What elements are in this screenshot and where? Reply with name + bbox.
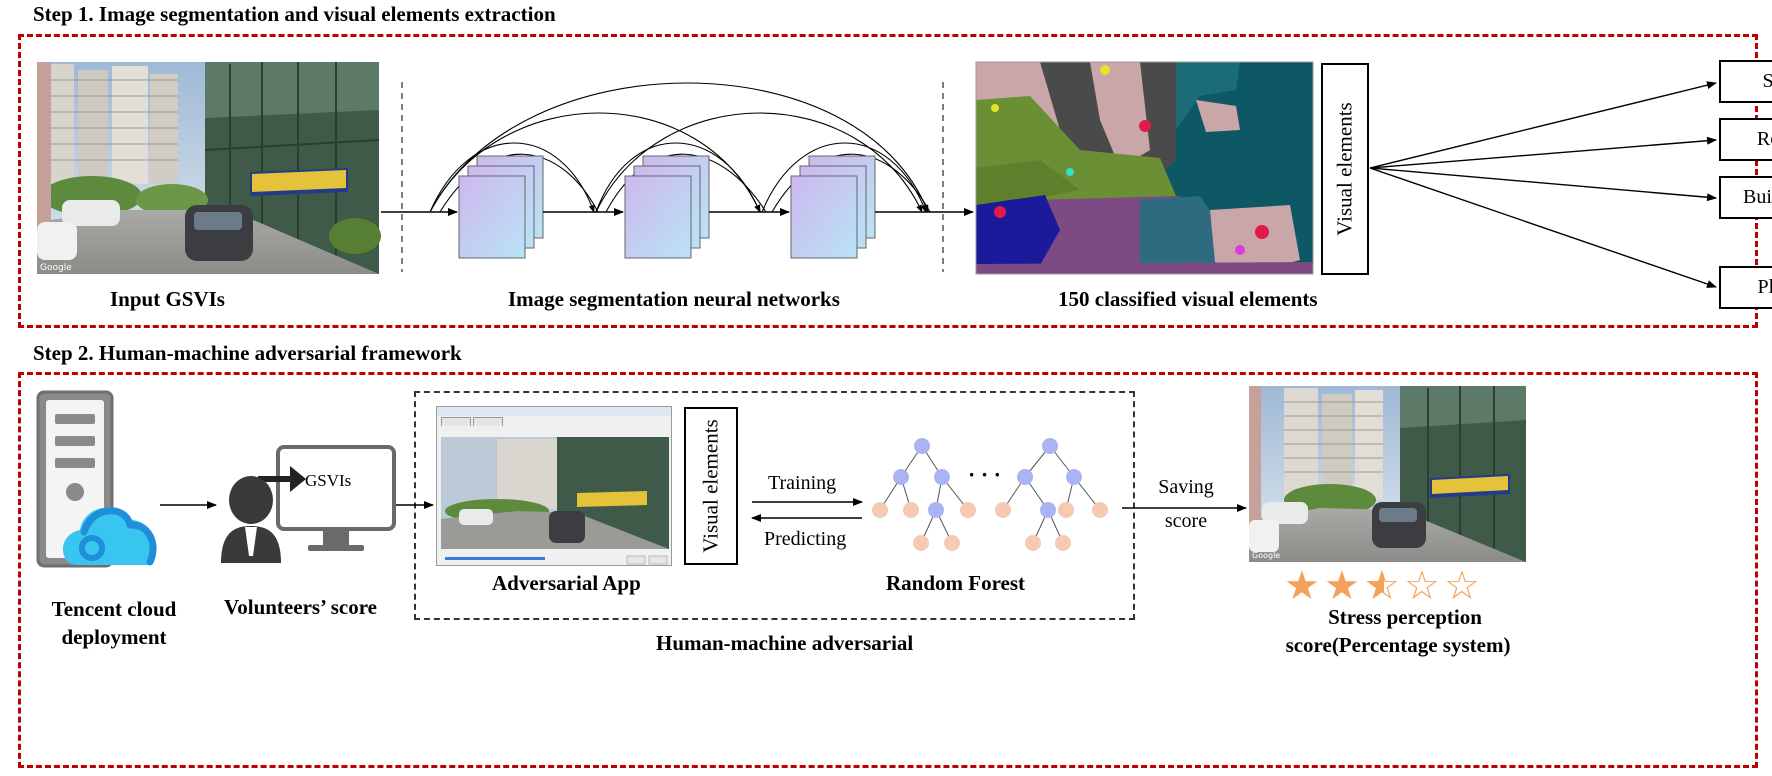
layer-stack-2 — [624, 155, 710, 259]
element-box-road: Road — [1719, 118, 1772, 161]
element-ellipsis: ⋮ — [1768, 222, 1772, 248]
element-box-sky: Sky — [1719, 60, 1772, 103]
saving-label-line1: Saving — [1158, 476, 1214, 498]
caption-input-gsvis: Input GSVIs — [110, 287, 225, 311]
step2-panel — [18, 372, 1758, 768]
adversarial-app-window — [436, 406, 672, 566]
caption-segmentation-networks: Image segmentation neural networks — [508, 287, 840, 311]
step2-title: Step 2. Human-machine adversarial framew… — [33, 341, 462, 365]
app-open-button — [441, 417, 471, 426]
star-2-full: ★ — [1324, 563, 1360, 609]
svg-text:Google: Google — [1252, 551, 1280, 560]
visual-elements-label-step1: Visual elements — [1321, 63, 1369, 275]
street-photo-1: Google — [37, 62, 381, 274]
caption-volunteers-score: Volunteers’ score — [224, 595, 377, 619]
star-5-empty: ☆ — [1444, 563, 1480, 609]
element-box-building: Building — [1719, 176, 1772, 219]
star-4-empty: ☆ — [1404, 563, 1440, 609]
app-street-photo — [441, 437, 669, 565]
caption-tencent-line1: Tencent cloud — [51, 597, 177, 621]
caption-classified-elements: 150 classified visual elements — [1058, 287, 1318, 311]
training-label: Training — [768, 472, 837, 494]
predicting-label: Predicting — [764, 528, 847, 550]
star-3-half: ★ — [1364, 566, 1384, 606]
caption-adversarial-app: Adversarial App — [492, 571, 641, 595]
layer-stack-3 — [790, 155, 876, 259]
caption-random-forest: Random Forest — [886, 571, 1026, 595]
caption-human-machine-adversarial: Human-machine adversarial — [656, 631, 914, 655]
caption-stress-line2: score(Percentage system) — [1285, 633, 1511, 657]
saving-label-line2: score — [1164, 510, 1208, 532]
step1-title: Step 1. Image segmentation and visual el… — [33, 2, 556, 26]
star-3-outline: ☆ — [1364, 563, 1400, 609]
app-toolbar — [437, 417, 671, 426]
app-save-button — [473, 417, 503, 426]
visual-elements-label-step2: Visual elements — [684, 407, 738, 565]
svg-text:Google: Google — [40, 263, 72, 273]
element-box-plant: Plant — [1719, 266, 1772, 309]
monitor-gsvis-text: GSVIs — [305, 471, 352, 490]
forest-ellipsis: · · · — [968, 462, 1002, 487]
app-titlebar — [437, 407, 671, 416]
caption-tencent-line2: deployment — [61, 625, 167, 649]
layer-stack-1 — [458, 155, 544, 259]
caption-stress-line1: Stress perception — [1328, 605, 1482, 629]
star-1-full: ★ — [1284, 563, 1320, 609]
